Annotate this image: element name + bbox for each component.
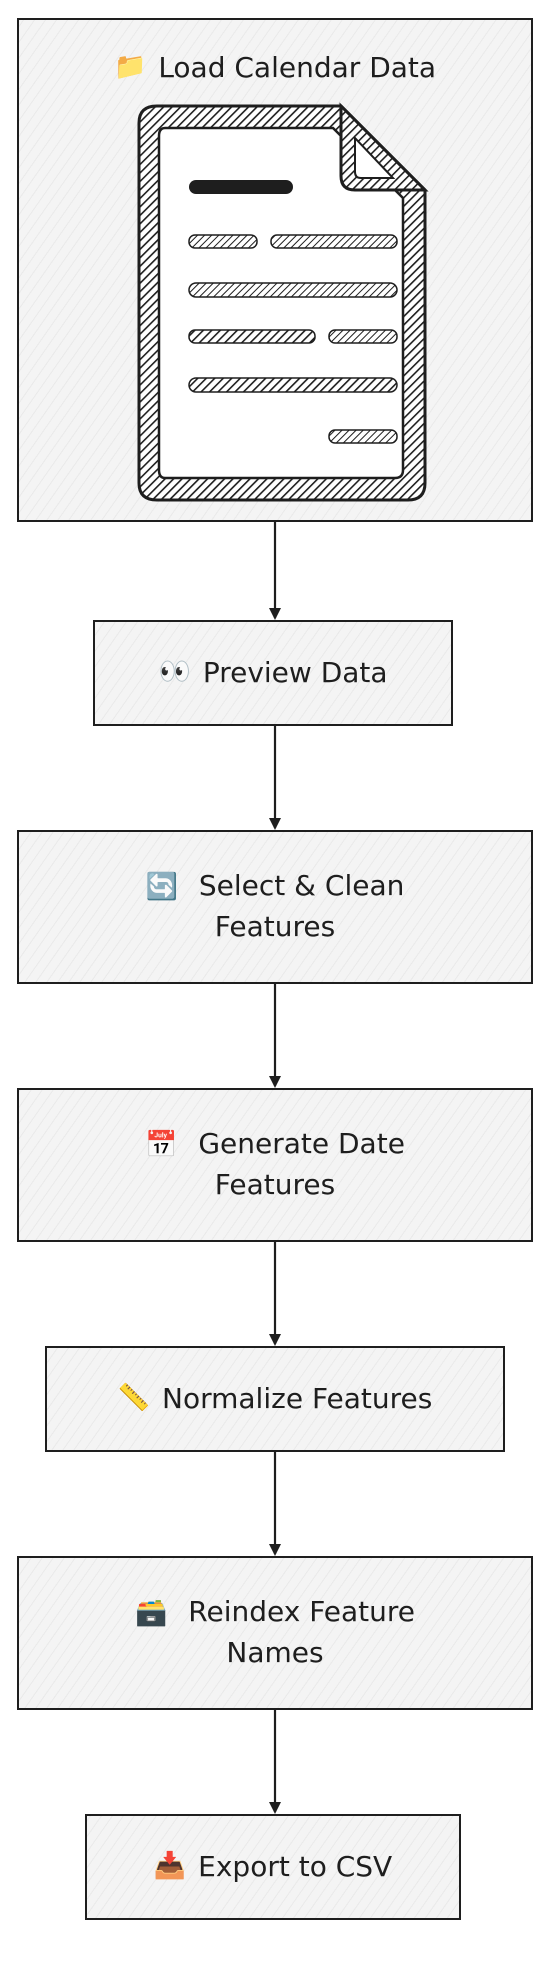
ruler-icon: 📏 (117, 1383, 151, 1414)
node-normalize-features: 📏 Normalize Features (45, 1346, 505, 1452)
node-export-to-csv: 📥 Export to CSV (85, 1814, 461, 1920)
node-preview-data: 👀 Preview Data (93, 620, 453, 726)
node-label: Select & Clean Features (198, 869, 405, 944)
node-label: Export to CSV (198, 1849, 393, 1883)
node-label: Normalize Features (162, 1381, 433, 1415)
node-select-clean-features: 🔄 Select & Clean Features (17, 830, 533, 984)
refresh-icon: 🔄 (145, 872, 178, 903)
node-text: 🗃️ Reindex Feature Names (125, 1592, 425, 1673)
card-file-box-icon: 🗃️ (134, 1598, 168, 1629)
node-title: 📁 Load Calendar Data (19, 48, 531, 89)
node-text: 🔄 Select & Clean Features (130, 866, 420, 947)
node-load-calendar-data: 📁 Load Calendar Data (17, 18, 533, 522)
node-label: Reindex Feature Names (188, 1595, 415, 1670)
eyes-icon: 👀 (158, 657, 191, 688)
document-icon (137, 102, 429, 502)
node-text: 📅 Generate Date Features (125, 1124, 425, 1205)
node-label: Preview Data (202, 655, 388, 689)
node-generate-date-features: 📅 Generate Date Features (17, 1088, 533, 1242)
folder-icon: 📁 (113, 52, 147, 83)
node-label: Generate Date Features (198, 1127, 405, 1202)
inbox-tray-icon: 📥 (153, 1851, 187, 1882)
node-label: Load Calendar Data (158, 51, 437, 84)
calendar-icon: 📅 (145, 1130, 178, 1161)
node-reindex-feature-names: 🗃️ Reindex Feature Names (17, 1556, 533, 1710)
